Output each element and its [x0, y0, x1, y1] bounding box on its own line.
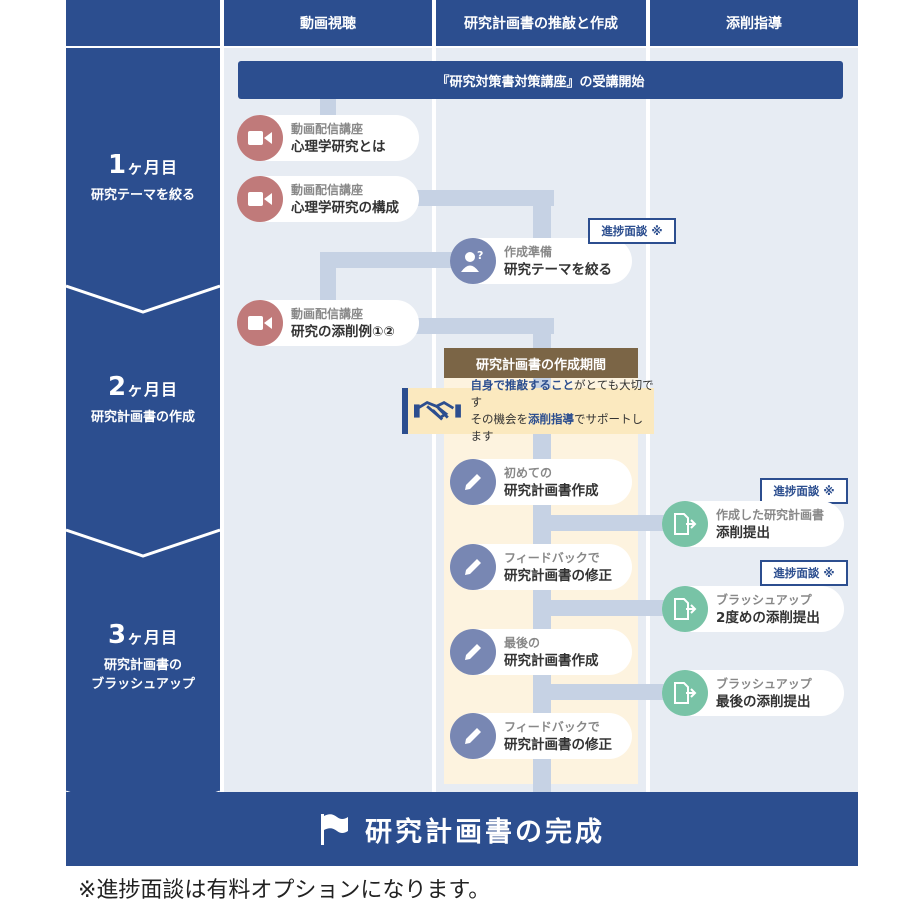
progress-meeting-badge: 進捗面談 ※ — [588, 218, 676, 244]
writing-period-label: 研究計画書の作成期間 — [444, 348, 638, 378]
stage-sidebar — [66, 48, 220, 792]
step-label: 最後の — [504, 636, 541, 650]
step-title: 2度めの添削提出 — [716, 610, 820, 626]
stage-description-line1: 研究計画書の — [103, 658, 182, 673]
step-label: 作成準備 — [504, 245, 553, 259]
step-video-structure: 動画配信講座心理学研究の構成 — [237, 176, 419, 222]
document-submit-icon — [662, 501, 708, 547]
pencil-icon — [450, 713, 496, 759]
header-writing-column: 研究計画書の推敲と作成 — [436, 0, 646, 46]
step-title: 研究計画書の修正 — [504, 737, 612, 753]
stage-unit: ヶ月目 — [127, 628, 179, 647]
note-text: でサポートします — [470, 412, 644, 443]
note-emphasis: 自身で推敲すること — [470, 378, 575, 392]
footnote: ※進捗面談は有料オプションになります。 — [78, 878, 491, 903]
video-camera-icon — [237, 300, 283, 346]
step-submission-3: ブラッシュアップ最後の添削提出 — [662, 670, 844, 716]
step-feedback-revision-2: フィードバックで研究計画書の修正 — [450, 713, 632, 759]
connector-line — [551, 515, 671, 531]
stage-month-2: 2ヶ月目 研究計画書の作成 — [66, 372, 220, 427]
header-video-column: 動画視聴 — [224, 0, 432, 46]
step-label: 動画配信講座 — [291, 122, 364, 136]
step-title: 研究計画書作成 — [504, 483, 599, 499]
step-submission-1: 作成した研究計画書添削提出 — [662, 501, 844, 547]
completion-banner: 研究計画書の完成 — [66, 792, 858, 866]
step-title: 心理学研究の構成 — [291, 200, 399, 216]
note-text: がとても大切です — [470, 378, 654, 409]
stage-description: 研究テーマを絞る — [90, 188, 195, 203]
connector-line — [320, 252, 336, 312]
stage-description-line2: ブラッシュアップ — [91, 677, 195, 692]
step-title: 研究計画書の修正 — [504, 568, 612, 584]
progress-meeting-badge: 進捗面談 ※ — [760, 478, 848, 504]
step-title: 研究の添削例①② — [291, 324, 395, 340]
step-title: 研究計画書作成 — [504, 653, 599, 669]
step-final-draft: 最後の研究計画書作成 — [450, 629, 632, 675]
step-label: ブラッシュアップ — [716, 677, 812, 691]
pencil-icon — [450, 544, 496, 590]
connector-line — [410, 190, 554, 206]
step-label: 初めての — [504, 466, 553, 480]
stage-description: 研究計画書の作成 — [90, 410, 195, 425]
stage-divider-chevron — [66, 528, 220, 558]
connector-line — [320, 252, 460, 268]
stage-number: 2 — [107, 372, 128, 402]
step-label: フィードバックで — [504, 551, 600, 565]
step-theme-preparation: ? 作成準備研究テーマを絞る — [450, 238, 632, 284]
step-title: 研究テーマを絞る — [504, 262, 612, 278]
stage-unit: ヶ月目 — [127, 380, 179, 399]
step-title: 最後の添削提出 — [716, 694, 811, 710]
document-submit-icon — [662, 586, 708, 632]
document-submit-icon — [662, 670, 708, 716]
step-first-draft: 初めての研究計画書作成 — [450, 459, 632, 505]
step-feedback-revision-1: フィードバックで研究計画書の修正 — [450, 544, 632, 590]
connector-line — [551, 600, 671, 616]
stage-number: 1 — [107, 150, 128, 180]
step-title: 心理学研究とは — [291, 139, 386, 155]
header-blank-cell — [66, 0, 220, 46]
step-label: 動画配信講座 — [291, 183, 364, 197]
step-label: ブラッシュアップ — [716, 593, 812, 607]
stage-number: 3 — [107, 620, 128, 650]
video-camera-icon — [237, 176, 283, 222]
progress-meeting-badge: 進捗面談 ※ — [760, 560, 848, 586]
self-review-note: 自身で推敲することがとても大切です その機会を添削指導でサポートします — [402, 378, 654, 443]
step-label: フィードバックで — [504, 720, 600, 734]
completion-title: 研究計画書の完成 — [365, 816, 605, 848]
step-title: 添削提出 — [716, 525, 770, 541]
pencil-icon — [450, 459, 496, 505]
connector-line — [551, 684, 671, 700]
note-emphasis: 添削指導 — [528, 412, 575, 426]
header-correction-column: 添削指導 — [650, 0, 858, 46]
person-question-icon: ? — [450, 238, 496, 284]
stage-month-1: 1ヶ月目 研究テーマを絞る — [66, 150, 220, 205]
connector-line — [533, 190, 551, 250]
step-video-intro: 動画配信講座心理学研究とは — [237, 115, 419, 161]
step-submission-2: ブラッシュアップ 2度めの添削提出 — [662, 586, 844, 632]
step-label: 動画配信講座 — [291, 307, 364, 321]
note-text: その機会を — [470, 412, 529, 426]
video-column — [224, 48, 432, 792]
stage-divider-chevron — [66, 284, 220, 314]
pencil-icon — [450, 629, 496, 675]
step-label: 作成した研究計画書 — [716, 508, 825, 522]
course-start-banner: 『研究対策書対策講座』の受講開始 — [238, 61, 843, 99]
handshake-icon — [414, 400, 461, 421]
flag-icon — [321, 814, 348, 845]
correction-column — [650, 48, 858, 792]
connector-line — [410, 318, 554, 334]
svg-text:?: ? — [477, 249, 483, 262]
video-camera-icon — [237, 115, 283, 161]
step-video-examples: 動画配信講座研究の添削例①② — [237, 300, 419, 346]
stage-month-3: 3ヶ月目 研究計画書のブラッシュアップ — [66, 620, 220, 694]
stage-unit: ヶ月目 — [127, 158, 179, 177]
